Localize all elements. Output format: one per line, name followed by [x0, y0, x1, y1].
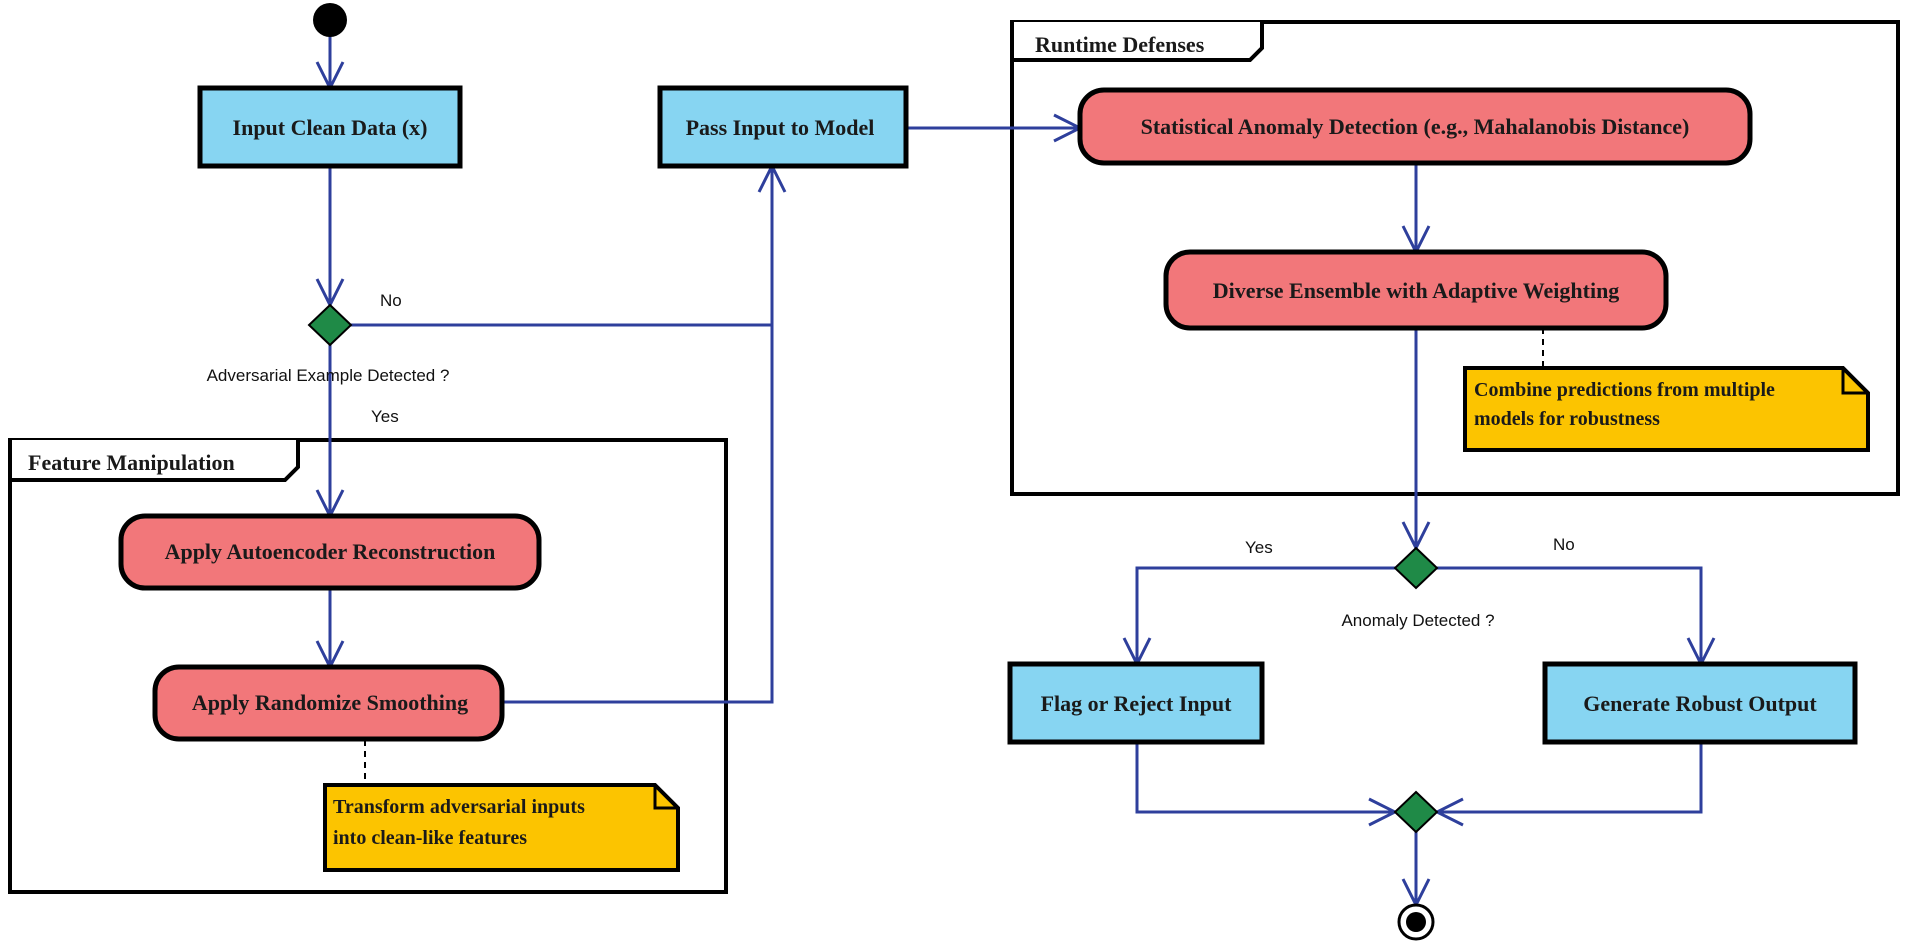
decision-anomaly-question: Anomaly Detected ? — [1341, 611, 1494, 630]
node-label: Generate Robust Output — [1583, 691, 1817, 716]
node-label: Diverse Ensemble with Adaptive Weighting — [1213, 278, 1620, 303]
node-input-clean-data: Input Clean Data (x) — [197, 85, 463, 169]
decision-adversarial-yes-label: Yes — [371, 407, 399, 426]
group-feature-manipulation: Feature Manipulation — [8, 438, 728, 894]
note-combine: Combine predictions from multiple models… — [1463, 366, 1870, 452]
note-transform-line-2: into clean-like features — [333, 827, 527, 849]
start-node — [313, 3, 347, 37]
node-label: Apply Autoencoder Reconstruction — [165, 539, 496, 564]
decision-anomaly-diamond — [1393, 546, 1439, 590]
node-label: Apply Randomize Smoothing — [192, 690, 468, 715]
node-generate-robust-output: Generate Robust Output — [1542, 661, 1858, 745]
decision-adversarial-question: Adversarial Example Detected ? — [207, 366, 450, 385]
note-combine-line-1: Combine predictions from multiple — [1474, 379, 1775, 401]
note-combine-line-2: models for robustness — [1474, 408, 1660, 430]
node-apply-randomize-smoothing: Apply Randomize Smoothing — [152, 664, 505, 742]
decision-anomaly-no-label: No — [1553, 535, 1575, 554]
group-title-runtime-defenses: Runtime Defenses — [1035, 32, 1205, 57]
edge-smoothing-to-pass — [502, 166, 772, 704]
node-pass-input-to-model: Pass Input to Model — [657, 85, 909, 169]
node-diverse-ensemble: Diverse Ensemble with Adaptive Weighting — [1163, 249, 1669, 331]
edge-flag-to-merge — [1135, 742, 1395, 812]
decision-adversarial-no-label: No — [380, 291, 402, 310]
merge-diamond — [1393, 790, 1439, 834]
end-node — [1397, 903, 1435, 941]
edge-decision-no-to-robust — [1437, 566, 1701, 664]
edges — [330, 35, 1701, 905]
node-label: Statistical Anomaly Detection (e.g., Mah… — [1141, 114, 1690, 139]
group-runtime-defenses: Runtime Defenses — [1010, 20, 1900, 496]
decision-adversarial-diamond — [307, 303, 353, 347]
note-transform: Transform adversarial inputs into clean-… — [323, 783, 680, 872]
decision-anomaly-yes-label: Yes — [1245, 538, 1273, 557]
edge-decision-yes-to-flag — [1137, 566, 1395, 664]
node-apply-autoencoder: Apply Autoencoder Reconstruction — [118, 513, 542, 591]
edge-robust-to-merge — [1437, 742, 1703, 812]
node-label: Input Clean Data (x) — [233, 115, 428, 140]
node-label: Flag or Reject Input — [1041, 691, 1233, 716]
note-transform-line-1: Transform adversarial inputs — [333, 796, 585, 818]
node-statistical-anomaly-detection: Statistical Anomaly Detection (e.g., Mah… — [1077, 87, 1753, 166]
node-flag-or-reject: Flag or Reject Input — [1007, 661, 1265, 745]
node-label: Pass Input to Model — [686, 115, 875, 140]
group-title-feature-manipulation: Feature Manipulation — [28, 450, 235, 475]
